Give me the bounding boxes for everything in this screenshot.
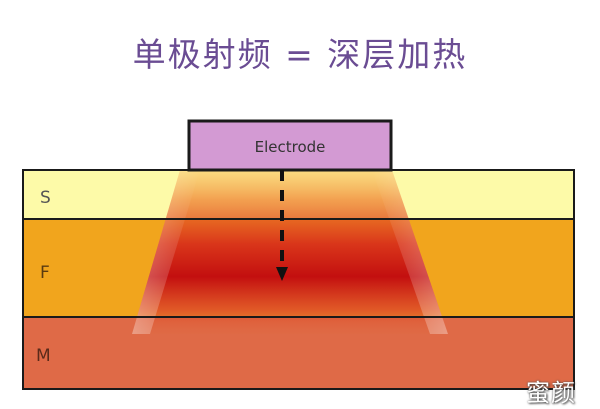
heat-zone <box>132 170 448 334</box>
electrode-label: Electrode <box>255 138 326 156</box>
page-title: 单极射频 = 深层加热 <box>132 35 468 74</box>
layer-label-s: S <box>40 188 51 208</box>
watermark-logo: 蜜颜 <box>526 379 576 407</box>
current-arrow-head <box>276 267 288 281</box>
heat-zone-edge-right <box>372 170 448 334</box>
layer-label-f: F <box>40 263 50 283</box>
electrode <box>187 119 393 172</box>
heat-zone-edge-left <box>132 170 200 334</box>
layer-label-m: M <box>36 346 51 366</box>
